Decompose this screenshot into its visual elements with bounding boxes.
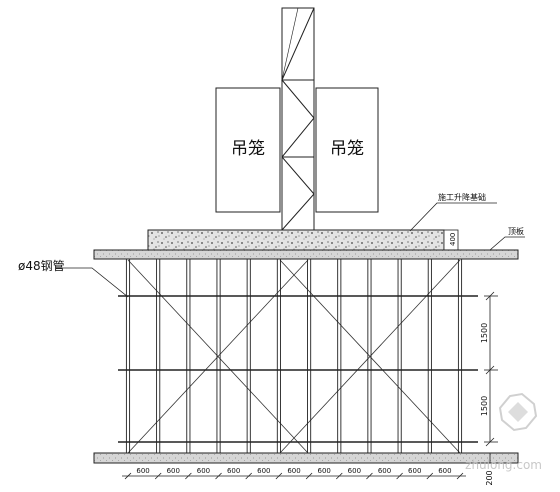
watermark-logo-icon [498,392,538,432]
dimension-tick [124,472,132,480]
dimension-tick [154,472,162,480]
standard-11 [427,259,432,453]
horizontal-ledgers [118,295,478,443]
slab-label: 顶板 [508,226,524,236]
spacing-label: 600 [317,467,330,475]
spacing-label: 600 [197,467,210,475]
spacing-label: 600 [287,467,300,475]
standard-5 [246,259,251,453]
spacing-label: 600 [438,467,451,475]
cage-right-label: 吊笼 [330,139,364,159]
watermark: zhulong.com [465,392,542,472]
dimension-tick [366,472,373,480]
spacing-label: 600 [227,467,240,475]
spacing-label: 600 [167,467,180,475]
spacing-label: 600 [378,467,391,475]
spacing-label: 600 [348,467,361,475]
cage-left: 吊笼 [215,87,281,213]
dimension-tick [335,472,343,480]
bottom-gap-dim: 200 [485,470,494,485]
foundation-label: 施工升降基础 [438,192,486,202]
dimension-tick [396,472,403,480]
top-slab [93,249,519,260]
standard-7 [307,259,312,453]
vertical-dimension [484,291,498,463]
watermark-text: zhulong.com [465,458,542,472]
slab-callout: 顶板 [489,226,525,251]
standard-10 [397,259,402,453]
dimension-tick [275,472,283,480]
standard-3 [186,259,191,453]
pipe-label: ø48钢管 [18,258,65,273]
cage-left-label: 吊笼 [231,139,265,159]
dimension-tick [426,472,434,480]
standard-6 [276,259,281,453]
step-lower-dim: 1500 [480,396,489,416]
bottom-slab [93,452,519,464]
pipe-callout: ø48钢管 [18,258,129,298]
dimension-tick [305,472,313,480]
spacing-label: 600 [257,467,270,475]
horizontal-dimension: 600 600 600 600 600 600 600 600 600 600 600 [122,467,466,480]
cage-right: 吊笼 [315,87,379,213]
standard-1 [125,259,131,453]
step-upper-dim: 1500 [480,323,489,343]
dimension-tick [215,472,222,480]
hoist-foundation: 400 [147,229,459,251]
spacing-label: 600 [408,467,421,475]
diagonal-braces [127,259,461,454]
hoist-mast [281,7,315,231]
dimension-tick [185,472,192,480]
standard-4 [216,259,221,453]
standard-8 [337,259,342,453]
vertical-standards [125,259,463,453]
standard-12 [457,259,463,453]
dimension-tick [245,472,253,480]
standard-9 [367,259,372,453]
foundation-thickness-label: 400 [449,233,457,246]
dimension-tick [456,472,464,480]
standard-2 [156,259,161,453]
foundation-callout: 施工升降基础 [409,192,497,232]
spacing-label: 600 [136,467,149,475]
